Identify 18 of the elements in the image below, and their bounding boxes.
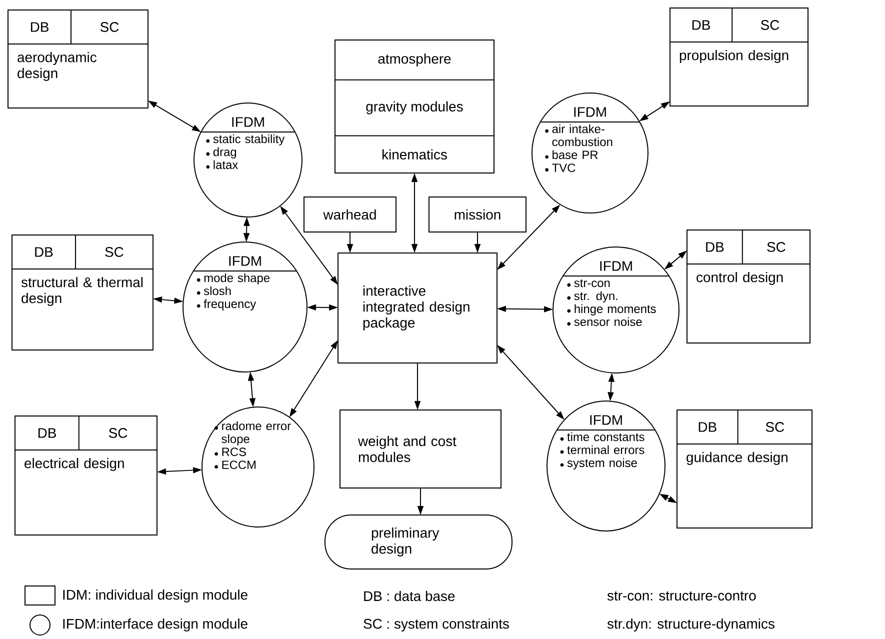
design-module-box: DB SC electrical design [14, 416, 158, 536]
process-box: mission [428, 196, 526, 232]
legend-note: str.dyn: structure-dynamics [607, 618, 774, 632]
process-box: weight and cost modules [340, 410, 502, 488]
legend-note: DB : data base [364, 590, 455, 602]
design-module-box: DB SC control design [686, 230, 810, 344]
design-module-box: DB SC guidance design [676, 410, 812, 528]
terminal-box: preliminary design [324, 514, 512, 570]
design-module-box: DB SC structural & thermal design [12, 234, 154, 350]
legend-note: SC : system constraints [364, 618, 509, 632]
legend-text: IDM: individual design module [63, 590, 248, 602]
module-stack-box: atmosphere gravity modules kinematics [334, 40, 494, 174]
design-module-box: DB SC aerodynamic design [8, 10, 148, 108]
legend-note: str-con: structure-contro [607, 591, 756, 601]
process-box: interactive integrated design package [338, 252, 498, 364]
design-module-box: DB SC propulsion design [670, 8, 808, 106]
process-box: warhead [304, 196, 396, 232]
legend-text: IFDM:interface design module [63, 618, 248, 632]
